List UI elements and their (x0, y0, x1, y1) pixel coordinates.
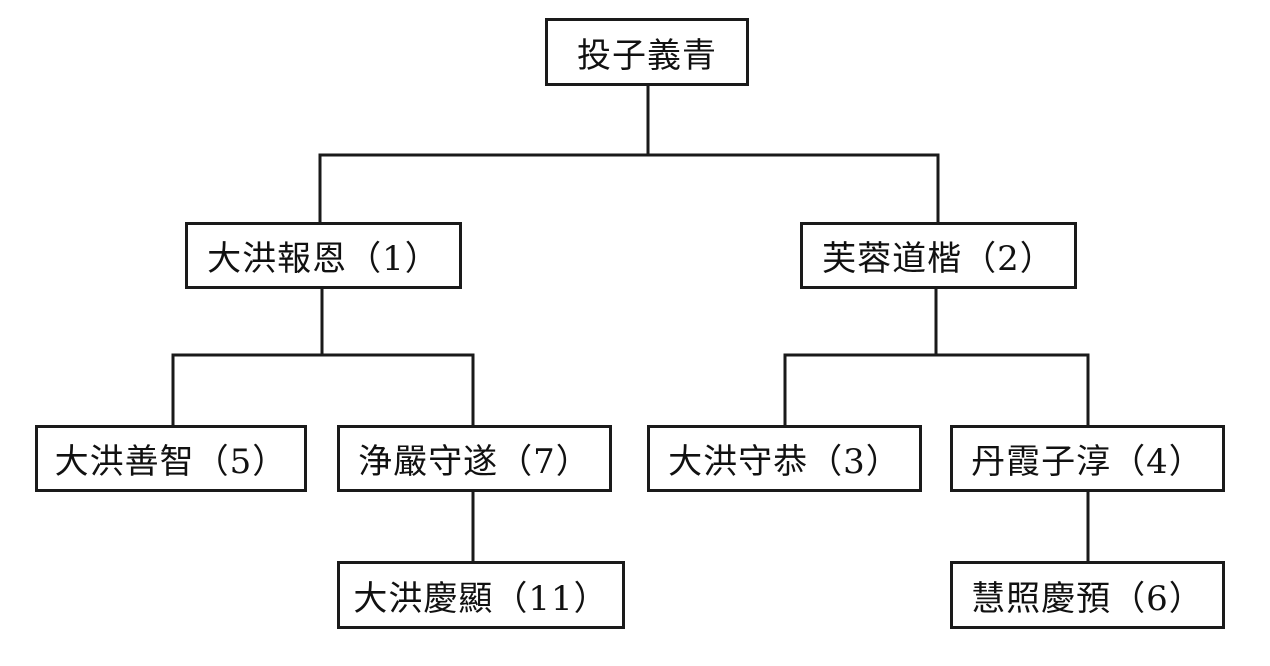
node-root-label: 投子義青 (577, 35, 717, 76)
node-5: 大洪善智（5） (35, 425, 307, 492)
node-7-label: 浄嚴守遂（7） (358, 442, 591, 482)
node-11-label: 大洪慶顯（11） (353, 578, 609, 619)
node-5-label: 大洪善智（5） (54, 442, 288, 482)
node-2-label: 芙蓉道楷（2） (822, 239, 1055, 279)
node-6-label: 慧照慶預（6） (971, 578, 1204, 619)
node-1-label: 大洪報恩（1） (207, 239, 440, 279)
node-7: 浄嚴守遂（7） (337, 425, 612, 492)
node-root: 投子義青 (545, 18, 749, 86)
node-1: 大洪報恩（1） (185, 222, 462, 289)
node-2: 芙蓉道楷（2） (800, 222, 1077, 289)
node-6: 慧照慶預（6） (950, 561, 1225, 629)
node-3: 大洪守恭（3） (647, 425, 922, 492)
node-3-label: 大洪守恭（3） (668, 442, 901, 482)
node-4: 丹霞子淳（4） (950, 425, 1225, 492)
node-4-label: 丹霞子淳（4） (971, 442, 1204, 482)
node-11: 大洪慶顯（11） (337, 561, 625, 629)
